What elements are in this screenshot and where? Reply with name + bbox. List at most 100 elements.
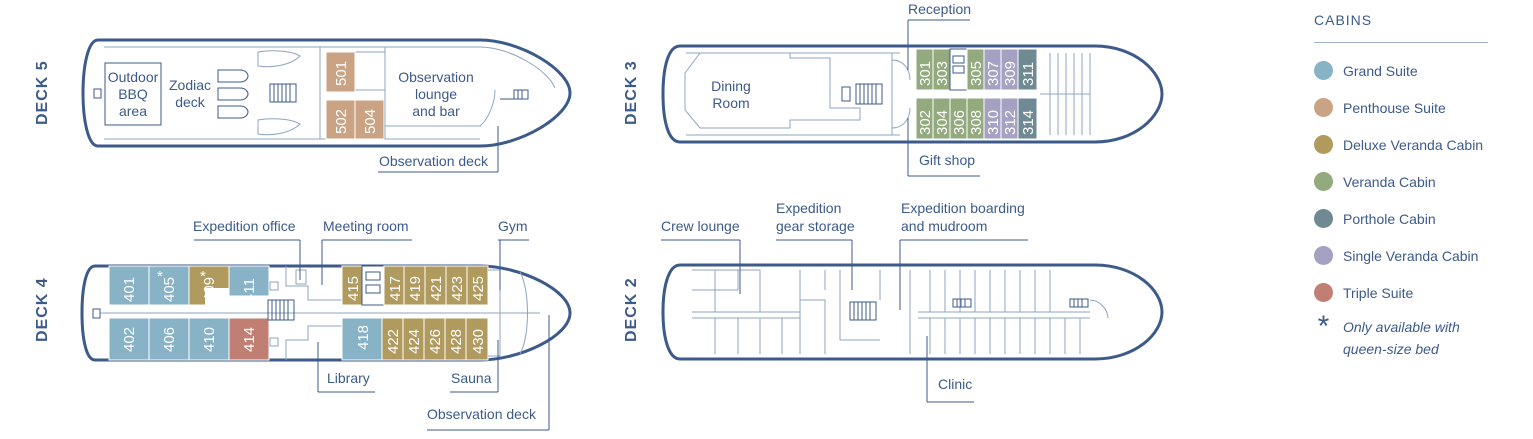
legend-label: Penthouse Suite <box>1343 99 1446 116</box>
svg-text:421: 421 <box>428 276 445 301</box>
svg-text:310: 310 <box>985 110 1002 135</box>
svg-text:401: 401 <box>121 277 138 302</box>
svg-text:305: 305 <box>968 61 985 86</box>
svg-text:306: 306 <box>951 110 968 135</box>
svg-text:302: 302 <box>917 110 934 135</box>
legend-label: Triple Suite <box>1343 284 1414 301</box>
cabin-402 <box>108 317 150 361</box>
svg-text:301: 301 <box>917 61 934 86</box>
svg-text:308: 308 <box>968 110 985 135</box>
callout-gym: Gym <box>498 218 528 234</box>
deck2-elevator-icon <box>952 298 1089 308</box>
asterisk-icon: * <box>1317 310 1330 343</box>
svg-text:426: 426 <box>427 329 444 354</box>
svg-text:311: 311 <box>1020 62 1037 86</box>
deck3-stairs-icon <box>841 83 883 105</box>
svg-text:502: 502 <box>333 109 350 134</box>
deck5-stairs-icon <box>269 83 297 103</box>
deck5-hull <box>81 38 572 148</box>
legend-item-penthouse-suite: Penthouse Suite <box>1314 98 1524 117</box>
callout-crew-lounge: Crew lounge <box>661 218 740 234</box>
legend-label: Single Veranda Cabin <box>1343 247 1479 264</box>
legend-item-single-veranda: Single Veranda Cabin <box>1314 246 1524 265</box>
cabin-430 <box>465 317 489 361</box>
dining-room-outline <box>684 52 861 129</box>
cabin-410 <box>188 317 230 361</box>
deck4-plan: DECK 4 401 405 409 411 * * 402 406 410 4… <box>34 218 572 431</box>
legend-label: Veranda Cabin <box>1343 173 1436 190</box>
swatch-single-veranda <box>1314 246 1333 265</box>
deck2-hull <box>661 263 1164 361</box>
svg-text:428: 428 <box>448 329 465 354</box>
cabin-314 <box>1017 97 1038 140</box>
zodiac-boats-icon <box>217 69 249 119</box>
callout-observation-deck-5: Observation deck <box>379 153 489 169</box>
svg-text:423: 423 <box>449 276 466 301</box>
svg-text:307: 307 <box>985 61 1002 86</box>
svg-text:410: 410 <box>201 327 218 352</box>
legend-label: Deluxe Veranda Cabin <box>1343 136 1484 153</box>
svg-text:303: 303 <box>934 61 951 86</box>
cabin-401 <box>108 265 150 306</box>
svg-text:422: 422 <box>385 329 402 354</box>
legend-item-deluxe-veranda: Deluxe Veranda Cabin <box>1314 135 1524 154</box>
deck2-title: DECK 2 <box>623 277 640 342</box>
deck5-title: DECK 5 <box>34 60 51 125</box>
svg-text:309: 309 <box>1002 61 1019 86</box>
cabin-504 <box>354 99 385 140</box>
svg-text:312: 312 <box>1002 110 1019 135</box>
legend-item-porthole: Porthole Cabin <box>1314 209 1524 228</box>
legend-item-triple-suite: Triple Suite <box>1314 283 1524 302</box>
svg-text:409: 409 <box>201 277 218 302</box>
cabin-501 <box>325 51 356 93</box>
svg-text:419: 419 <box>407 276 424 301</box>
svg-text:402: 402 <box>121 327 138 352</box>
cabin-418 <box>341 317 383 361</box>
svg-text:405: 405 <box>161 277 178 302</box>
svg-text:424: 424 <box>406 329 423 354</box>
svg-text:504: 504 <box>362 109 379 134</box>
svg-text:304: 304 <box>934 110 951 135</box>
legend-item-veranda: Veranda Cabin <box>1314 172 1524 191</box>
deck3-title: DECK 3 <box>623 60 640 125</box>
callout-sauna: Sauna <box>451 370 492 386</box>
legend-label: Porthole Cabin <box>1343 210 1436 227</box>
swatch-deluxe-veranda <box>1314 135 1333 154</box>
legend-note-text: Only available with queen-size bed <box>1343 319 1460 357</box>
legend-title: CABINS <box>1314 12 1488 43</box>
legend-label: Grand Suite <box>1343 62 1418 79</box>
swatch-porthole <box>1314 209 1333 228</box>
cabin-406 <box>148 317 190 361</box>
swatch-grand-suite <box>1314 61 1333 80</box>
deck4-stairs-icon <box>267 299 295 321</box>
deck2-stairs-icon <box>849 301 877 321</box>
callout-observation-deck-4: Observation deck <box>427 406 537 422</box>
cabin-502 <box>325 99 356 140</box>
callout-expedition-office: Expedition office <box>193 218 296 234</box>
star-mark-405: * <box>157 268 163 285</box>
callout-meeting-room: Meeting room <box>323 218 409 234</box>
swatch-veranda <box>1314 172 1333 191</box>
callout-library: Library <box>327 370 370 386</box>
swatch-penthouse-suite <box>1314 98 1333 117</box>
cabin-legend: CABINS Grand Suite Penthouse Suite Delux… <box>1314 12 1524 360</box>
swatch-triple-suite <box>1314 283 1333 302</box>
cabin-425 <box>466 265 489 306</box>
svg-text:406: 406 <box>161 327 178 352</box>
svg-text:415: 415 <box>345 276 362 301</box>
svg-text:425: 425 <box>470 276 487 301</box>
callout-gift-shop: Gift shop <box>919 152 975 168</box>
svg-text:414: 414 <box>241 327 258 352</box>
callout-clinic: Clinic <box>938 376 972 392</box>
legend-note: * Only available with queen-size bed <box>1314 310 1524 360</box>
deck4-title: DECK 4 <box>34 277 51 342</box>
cabin-414 <box>228 317 270 361</box>
svg-text:430: 430 <box>470 329 487 354</box>
